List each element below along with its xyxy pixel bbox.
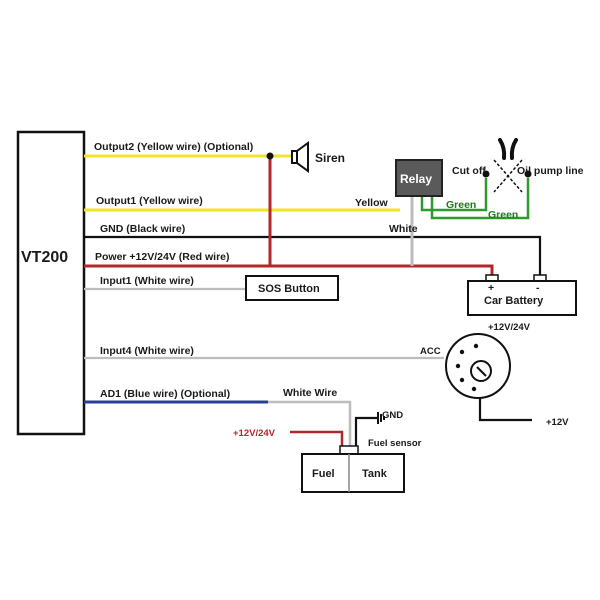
fuel-voltage-label: +12V/24V	[233, 428, 276, 439]
fuel-power-wire	[290, 430, 344, 448]
green-wire-1	[420, 178, 488, 212]
gnd-wire	[84, 235, 542, 278]
fuel-system: GND +12V/24V Fuel sensor Fuel Tank	[233, 410, 422, 493]
ad1-label: AD1 (Blue wire) (Optional)	[100, 388, 230, 400]
green-wire-label-2: Green	[488, 209, 518, 221]
acc-label: ACC	[420, 346, 441, 357]
siren-junction-dot	[266, 152, 274, 160]
cut-off-dot-right	[524, 170, 532, 178]
cut-off: Cut off Oil pump line	[452, 138, 584, 193]
battery-minus-label: -	[536, 282, 540, 294]
fuel-sensor-label: Fuel sensor	[368, 438, 422, 449]
fuel-gnd-wire	[354, 416, 378, 448]
oil-pump-line-label: Oil pump line	[517, 165, 584, 177]
power-label: Power +12V/24V (Red wire)	[95, 251, 230, 263]
cut-line-2	[493, 159, 523, 193]
white-wire-label: White	[389, 223, 418, 235]
gnd-label: GND (Black wire)	[100, 223, 185, 235]
cut-off-dot-left	[482, 170, 490, 178]
output2-label: Output2 (Yellow wire) (Optional)	[94, 141, 253, 153]
siren: Siren	[291, 141, 345, 173]
pipe-end-left-icon	[498, 138, 507, 160]
relay-label: Relay	[400, 172, 432, 186]
siren-label: Siren	[315, 151, 345, 165]
input4-label: Input4 (White wire)	[100, 345, 194, 357]
fuel-sensor-icon	[339, 445, 359, 455]
device-name: VT200	[21, 249, 68, 266]
input1-label: Input1 (White wire)	[100, 275, 194, 287]
fuel-tank	[301, 453, 405, 493]
ignition-dot-1	[459, 349, 465, 355]
fuel-white-wire-label: White Wire	[283, 387, 337, 399]
cut-off-label: Cut off	[452, 165, 486, 177]
green-wire-2	[430, 178, 530, 220]
vt200-device: VT200	[16, 130, 86, 436]
power-wire	[84, 264, 494, 278]
acc-ignition: ACC +12V	[420, 333, 569, 428]
ignition-dot-3	[459, 377, 465, 383]
output1-label: Output1 (Yellow wire)	[96, 195, 203, 207]
relay: Relay	[395, 159, 443, 197]
green-wire-label-1: Green	[446, 199, 476, 211]
gnd-label-fuel: GND	[382, 410, 403, 421]
battery-voltage-label: +12V/24V	[488, 322, 531, 333]
fuel-label: Fuel	[312, 468, 335, 480]
sos-button-label: SOS Button	[258, 283, 320, 295]
sos-button: SOS Button	[245, 275, 339, 301]
battery-plus-label: +	[488, 282, 494, 294]
ignition-dot-4	[471, 386, 477, 392]
tank-label: Tank	[362, 468, 388, 480]
pipe-end-right-icon	[509, 138, 518, 160]
ignition-dot-5	[473, 343, 479, 349]
ignition-dot-2	[455, 363, 461, 369]
acc-voltage-label: +12V	[546, 417, 569, 428]
car-battery: + - Car Battery +12V/24V	[467, 274, 577, 333]
car-battery-label: Car Battery	[484, 295, 544, 307]
fuel-white-wire	[268, 400, 352, 448]
yellow-wire-label: Yellow	[355, 197, 389, 209]
